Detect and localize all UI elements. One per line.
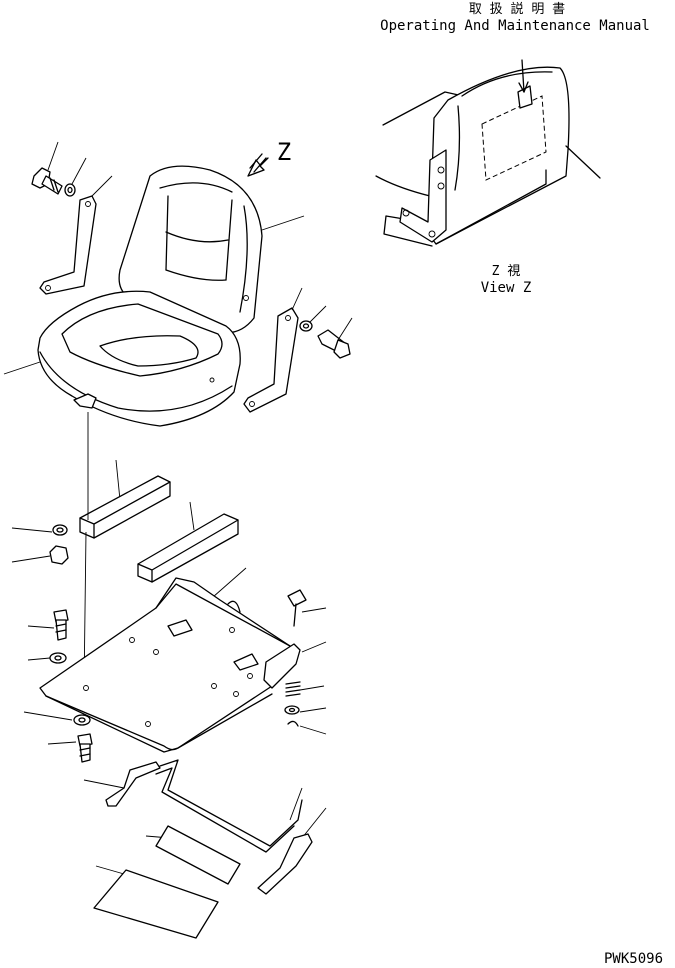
seat-assembly xyxy=(37,165,263,427)
view-label-jp: Z 視 xyxy=(492,264,521,279)
arrow-z-label: Z xyxy=(277,138,291,166)
pin xyxy=(287,720,299,727)
nut-1 xyxy=(49,545,69,565)
manual-label-en: Operating And Maintenance Manual xyxy=(380,18,650,34)
bolt-2 xyxy=(53,609,69,641)
right-bolt xyxy=(317,329,351,359)
right-bracket xyxy=(243,307,299,413)
right-washer xyxy=(299,320,313,332)
slide-rail-right xyxy=(137,513,239,583)
side-bracket xyxy=(263,643,301,689)
manual-label-jp: 取 扱 説 明 書 xyxy=(469,1,565,17)
lever-right xyxy=(257,833,313,895)
bolt-3 xyxy=(77,733,93,763)
view-z-seat-back xyxy=(375,59,601,247)
washer-2 xyxy=(49,652,67,664)
small-plate xyxy=(155,825,241,885)
view-label-en: View Z xyxy=(481,280,532,296)
washer-3 xyxy=(73,714,91,726)
drawing-code: PWK5096 xyxy=(604,951,663,967)
large-mat xyxy=(93,869,219,939)
spring xyxy=(285,681,301,697)
lever-left xyxy=(105,761,161,807)
floor-plate xyxy=(39,577,291,753)
washer-4 xyxy=(284,705,300,715)
knob-bolt xyxy=(287,589,307,627)
view-direction-arrow xyxy=(247,153,269,177)
rod xyxy=(155,759,303,853)
left-washer xyxy=(64,183,76,197)
washer-1 xyxy=(52,524,68,536)
left-bracket xyxy=(39,195,97,295)
slide-rail-left xyxy=(79,475,171,539)
left-bolt xyxy=(31,167,63,195)
